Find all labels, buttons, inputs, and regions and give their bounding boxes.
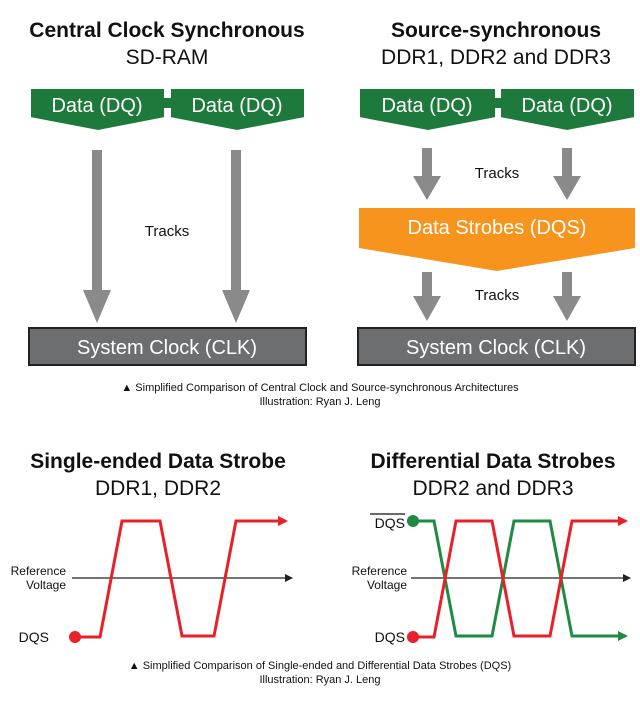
tracks-label-left: Tracks [145,223,189,240]
ddr123-subtitle: DDR1, DDR2 and DDR3 [381,46,611,69]
reference-voltage-label-left-2: Voltage [26,578,66,592]
data-dq-block-left-2: Data (DQ) [169,87,306,133]
track-arrow-right-1 [413,148,441,200]
central-clock-title: Central Clock Synchronous [29,19,304,42]
track-arrow-right-3 [413,272,441,321]
data-dq-label: Data (DQ) [521,95,612,117]
ddr23-subtitle: DDR2 and DDR3 [412,477,573,500]
single-ended-dqs-waveform [75,516,288,639]
track-arrow-left-1 [83,150,111,323]
sdram-subtitle: SD-RAM [126,46,209,69]
track-arrow-left-2 [222,150,250,323]
bottom-credit: Illustration: Ryan J. Leng [259,674,380,686]
reference-voltage-label-right: Reference [352,564,408,578]
bottom-caption: ▲ Simplified Comparison of Single-ended … [129,660,511,672]
tracks-label-right-lower: Tracks [475,287,519,304]
reference-voltage-label-left: Reference [11,564,67,578]
data-dq-connector [163,98,173,108]
reference-voltage-label-right-2: Voltage [367,578,407,592]
system-clock-label: System Clock (CLK) [406,337,586,359]
dqs-label-right: DQS [375,629,405,645]
data-dq-block-right-2: Data (DQ) [499,87,636,133]
top-credit: Illustration: Ryan J. Leng [259,396,380,408]
track-arrow-right-4 [553,272,581,321]
data-dq-block-right-1: Data (DQ) [358,87,497,133]
single-ended-title: Single-ended Data Strobe [30,450,286,473]
system-clock-label: System Clock (CLK) [77,337,257,359]
source-synchronous-title: Source-synchronous [391,19,601,42]
tracks-label-right-upper: Tracks [475,165,519,182]
data-dq-label: Data (DQ) [381,95,472,117]
data-strobes-label: Data Strobes (DQS) [408,217,587,239]
data-strobes-block: Data Strobes (DQS) [359,208,635,271]
differential-title: Differential Data Strobes [370,450,615,473]
system-clock-box-right: System Clock (CLK) [357,327,636,366]
dqs-differential-waveform [413,516,628,639]
top-caption: ▲ Simplified Comparison of Central Clock… [121,382,519,394]
data-dq-connector [493,98,503,108]
data-dq-label: Data (DQ) [51,95,142,117]
dqs-bar-label: DQS [375,515,405,531]
ddr12-subtitle: DDR1, DDR2 [95,477,221,500]
dqs-label-left: DQS [19,629,49,645]
data-dq-block-left-1: Data (DQ) [29,87,166,133]
data-dq-label: Data (DQ) [191,95,282,117]
system-clock-box-left: System Clock (CLK) [28,327,307,366]
track-arrow-right-2 [553,148,581,200]
